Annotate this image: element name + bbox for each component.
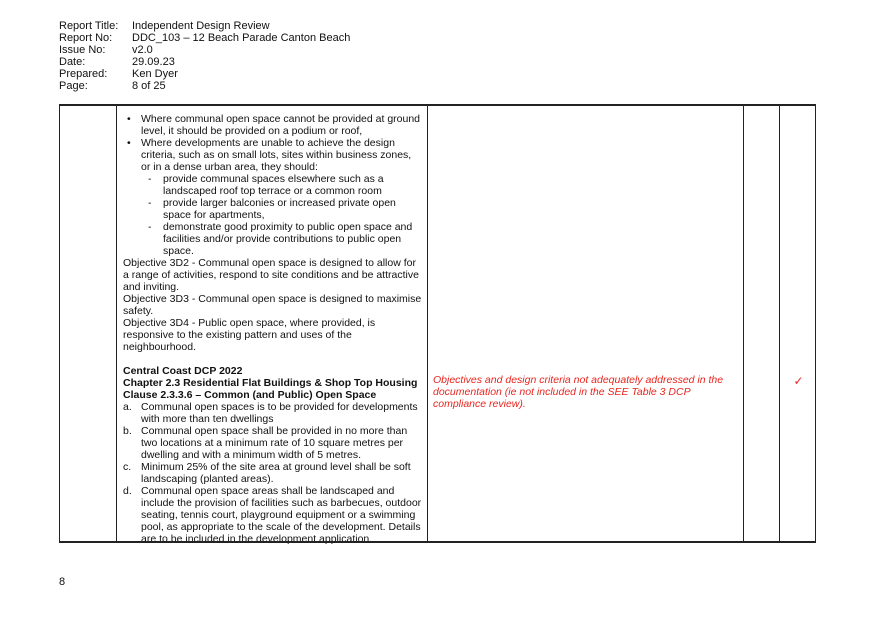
dash-item: demonstrate good proximity to public ope… xyxy=(123,221,423,257)
criteria-text: Communal open space shall be provided in… xyxy=(141,425,408,461)
review-table: Where communal open space cannot be prov… xyxy=(59,104,817,545)
criteria-letter: a. xyxy=(123,401,132,413)
date: 29.09.23 xyxy=(132,55,175,68)
bullet-item: Where developments are unable to achieve… xyxy=(123,137,423,173)
page: 8 of 25 xyxy=(132,79,166,92)
criteria-item: d. Communal open space areas shall be lan… xyxy=(123,485,423,545)
criteria-letter: d. xyxy=(123,485,132,497)
review-comment: Objectives and design criteria not adequ… xyxy=(433,374,724,410)
criteria-text: Communal open spaces is to be provided f… xyxy=(141,401,418,425)
criteria-item: a. Communal open spaces is to be provided… xyxy=(123,401,423,425)
issue-no-label: Issue No: xyxy=(59,43,106,56)
page-number: 8 xyxy=(59,576,66,588)
criteria-text: Communal open space areas shall be lands… xyxy=(141,485,422,545)
dash-item: provide larger balconies or increased pr… xyxy=(123,197,423,221)
status-cell xyxy=(744,104,780,542)
dash-item: provide communal spaces elsewhere such a… xyxy=(123,173,423,197)
dcp-chapter: Chapter 2.3 Residential Flat Buildings &… xyxy=(123,377,418,389)
issue-no: v2.0 xyxy=(132,43,153,56)
prepared: Ken Dyer xyxy=(132,67,178,80)
objective-text: Objective 3D2 - Communal open space is d… xyxy=(123,257,419,293)
criteria-letter: b. xyxy=(123,425,132,437)
criteria-item: c. Minimum 25% of the site area at ground… xyxy=(123,461,423,485)
table-column-reference xyxy=(60,104,117,542)
dcp-clause: Clause 2.3.3.6 – Common (and Public) Ope… xyxy=(123,389,377,401)
report-header: Report Title: Independent Design Review R… xyxy=(59,20,351,92)
criteria-letter: c. xyxy=(123,461,132,473)
comment-cell: Objectives and design criteria not adequ… xyxy=(428,104,744,542)
objective-text: Objective 3D3 - Communal open space is d… xyxy=(123,293,422,317)
criteria-item: b. Communal open space shall be provided … xyxy=(123,425,423,461)
date-label: Date: xyxy=(59,55,86,68)
report-title-label: Report Title: xyxy=(59,20,119,32)
page-label: Page: xyxy=(59,79,88,92)
report-no: DDC_103 – 12 Beach Parade Canton Beach xyxy=(132,31,351,44)
check-cell: ✓ xyxy=(780,104,817,542)
report-no-label: Report No: xyxy=(59,31,113,44)
prepared-label: Prepared: xyxy=(59,67,108,80)
requirements-cell: Where communal open space cannot be prov… xyxy=(117,104,428,545)
criteria-text: Minimum 25% of the site area at ground l… xyxy=(141,461,411,485)
dcp-title: Central Coast DCP 2022 xyxy=(123,365,243,377)
objective-text: Objective 3D4 - Public open space, where… xyxy=(123,317,376,353)
bullet-item: Where communal open space cannot be prov… xyxy=(123,113,423,137)
report-title: Independent Design Review xyxy=(132,20,270,32)
checkmark-icon: ✓ xyxy=(793,374,804,388)
